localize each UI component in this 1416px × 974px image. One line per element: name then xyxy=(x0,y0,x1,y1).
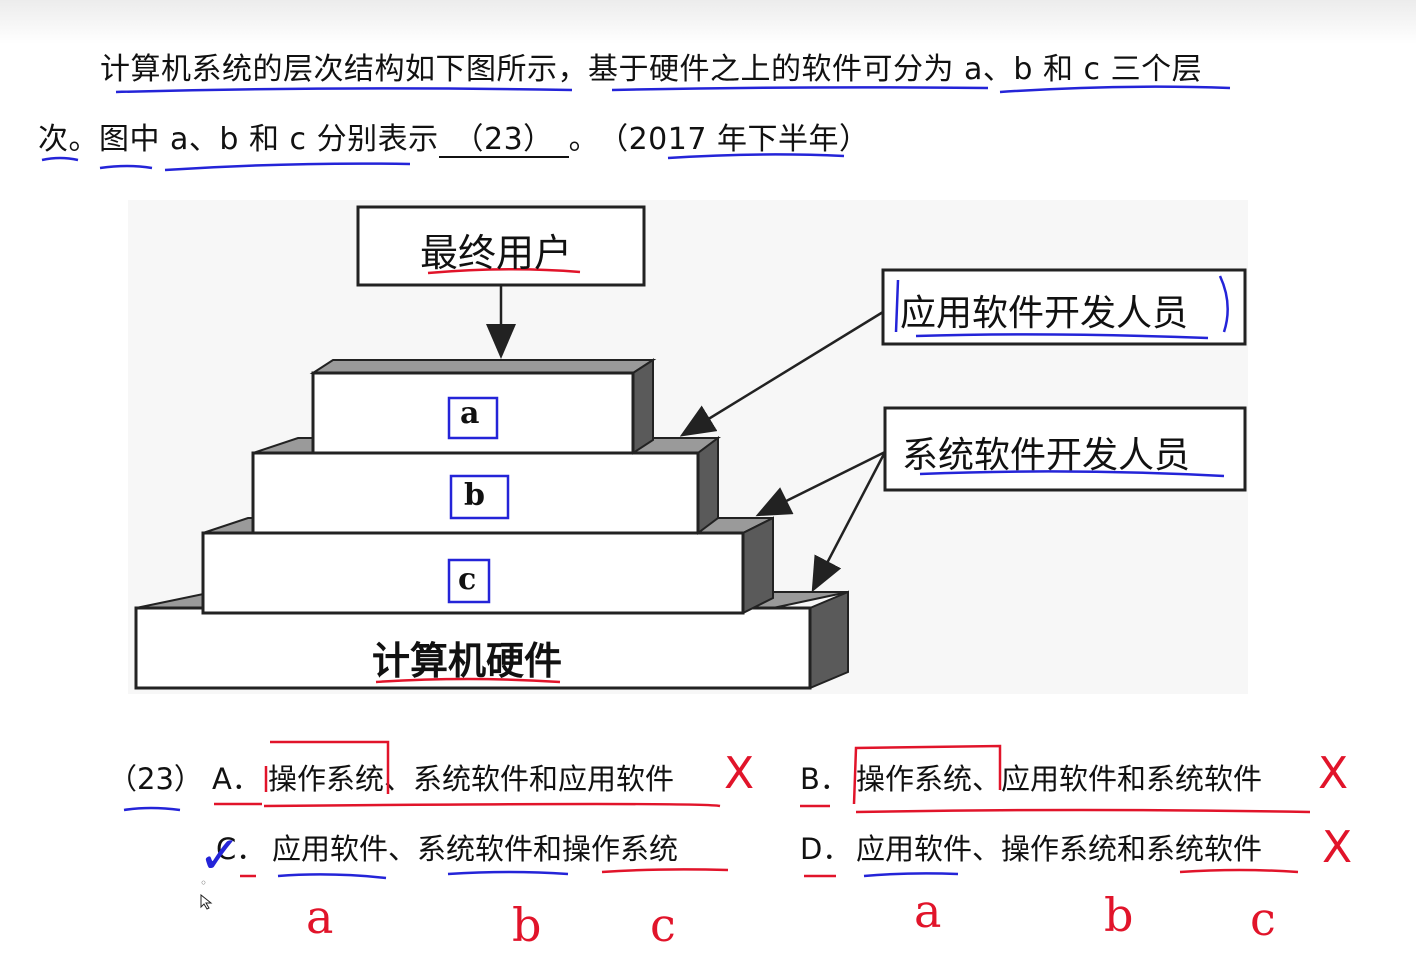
label-c-outline xyxy=(447,558,491,604)
option-c: C．应用软件、系统软件和操作系统 xyxy=(216,826,678,868)
option-b-text: 操作系统、应用软件和系统软件 xyxy=(856,762,1263,796)
app-dev-label: 应用软件开发人员 xyxy=(900,293,1189,334)
hand-letter-c-right: c xyxy=(1250,892,1276,946)
option-b-letter: B． xyxy=(800,762,849,796)
option-c-text: 应用软件、系统软件和操作系统 xyxy=(272,832,679,866)
option-d-text: 应用软件、操作系统和系统软件 xyxy=(856,832,1263,866)
option-b: B．操作系统、应用软件和系统软件 xyxy=(800,756,1262,798)
option-d: D．应用软件、操作系统和系统软件 xyxy=(800,826,1262,868)
question-underlines xyxy=(41,85,1231,880)
option-a-wrong-mark: X xyxy=(724,748,755,799)
hand-letter-b-right: b xyxy=(1104,888,1134,942)
sys-dev-box xyxy=(883,406,1247,492)
label-b-outline xyxy=(449,474,510,520)
sys-dev-arrow-2 xyxy=(811,451,887,593)
hand-letter-c-left: c xyxy=(650,898,676,952)
option-c-check-mark: ✓ xyxy=(198,826,242,886)
hierarchy-figure: 最终用户 应用软件开发人员 系统软件开发人员 a b c 计算机硬件 xyxy=(128,200,1248,694)
question-line-2-prefix: 次。图中 a、b 和 c 分别表示 xyxy=(38,122,439,157)
hand-letter-a-right: a xyxy=(914,884,942,938)
app-dev-underline xyxy=(915,333,1209,340)
end-user-underline xyxy=(427,267,581,275)
top-shade xyxy=(0,0,1416,44)
option-a-letter: A． xyxy=(212,762,261,796)
question-line-2: 次。图中 a、b 和 c 分别表示（23）。 （2017 年下半年） xyxy=(38,114,869,158)
sys-dev-label: 系统软件开发人员 xyxy=(902,435,1191,476)
layer-a-block xyxy=(309,358,657,455)
option-b-wrong-mark: X xyxy=(1318,748,1349,799)
hardware-label: 计算机硬件 xyxy=(372,638,563,683)
option-a-text: 操作系统、系统软件和应用软件 xyxy=(268,762,675,796)
option-a: A．操作系统、系统软件和应用软件 xyxy=(212,756,674,798)
question-line-1: 计算机系统的层次结构如下图所示，基于硬件之上的软件可分为 a、b 和 c 三个层 xyxy=(100,52,1203,87)
layer-b-label: b xyxy=(464,478,485,513)
answer-blank: （23） xyxy=(438,123,569,158)
hierarchy-diagram xyxy=(134,205,1247,690)
hand-letter-b-left: b xyxy=(512,898,542,952)
option-d-letter: D． xyxy=(800,832,852,866)
question-line-2-suffix: 。 xyxy=(568,122,600,157)
cursor-dot: ◦ xyxy=(200,876,208,890)
app-dev-box xyxy=(881,268,1247,346)
option-d-wrong-mark: X xyxy=(1322,822,1353,873)
option-c-letter: C． xyxy=(216,832,266,866)
layer-c-label: c xyxy=(458,562,477,597)
layer-a-label: a xyxy=(460,396,480,431)
question-source: （2017 年下半年） xyxy=(613,122,870,157)
label-a-outline xyxy=(447,396,499,440)
app-dev-bracket xyxy=(894,275,1229,333)
hand-letter-a-left: a xyxy=(306,890,334,944)
hardware-underline xyxy=(375,677,561,684)
sys-dev-underline xyxy=(919,470,1225,478)
end-user-label: 最终用户 xyxy=(420,231,573,275)
question-number: （23） xyxy=(108,762,203,796)
app-dev-arrow xyxy=(679,310,884,437)
option-red-marks xyxy=(214,740,1311,878)
sys-dev-arrow-1 xyxy=(755,450,886,517)
mouse-cursor-icon xyxy=(200,894,213,910)
